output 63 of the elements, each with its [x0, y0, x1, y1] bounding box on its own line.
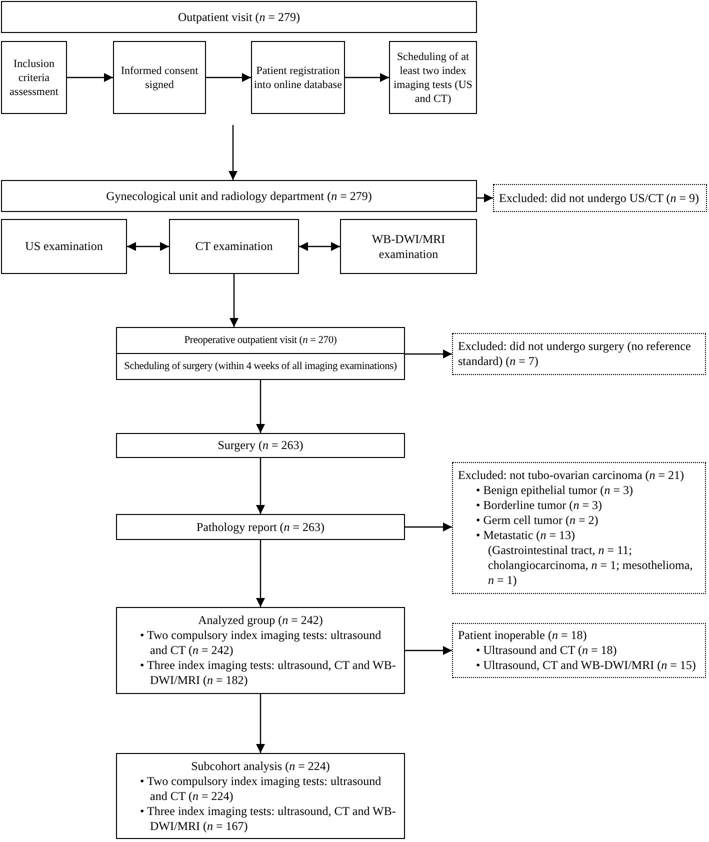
- box-text: WB-DWI/MRI examination: [370, 232, 446, 262]
- box-heading: Analyzed group (n = 242): [197, 613, 324, 628]
- box-text: Scheduling of surgery (within 4 weeks of all imaging examinations): [124, 360, 397, 374]
- process-box: [1, 219, 127, 274]
- box-text: Preoperative outpatient visit (n = 270): [184, 334, 337, 348]
- process-box: [116, 514, 405, 540]
- bullet-item: • Germ cell tumor (n = 2): [476, 513, 600, 528]
- arrow: [477, 194, 493, 202]
- arrow: [206, 73, 251, 82]
- process-box: [389, 41, 477, 114]
- exclusion-box: [452, 623, 706, 678]
- process-box: [116, 327, 405, 380]
- bullet-item: • Ultrasound, CT and WB-DWI/MRI (n = 15): [476, 658, 697, 673]
- box-heading: Excluded: did not undergo US/CT (n = 9): [499, 190, 700, 206]
- arrow: [256, 380, 265, 433]
- arrow: [228, 125, 238, 180]
- exclusion-box: [452, 333, 706, 375]
- arrow: [256, 694, 265, 753]
- process-box: [340, 219, 477, 274]
- box-heading: Excluded: not tubo-ovarian carcinoma (n = 21): [458, 468, 686, 483]
- arrow: [299, 242, 340, 251]
- process-box: [251, 41, 345, 114]
- bullet-item: • Metastatic (n = 13): [476, 528, 576, 543]
- process-box: [116, 433, 405, 458]
- box-text: CT examination: [195, 239, 273, 254]
- arrow: [230, 274, 238, 327]
- box-text: Informed consent signed: [120, 64, 200, 92]
- process-box: [113, 41, 206, 114]
- bullet-item: • Three index imaging tests: ultrasound, CT and WB-DWI/MRI (n = 182): [140, 658, 397, 688]
- exclusion-box: [493, 184, 707, 212]
- bullet-item: • Two compulsory index imaging tests: ultrasound and CT (n = 224): [140, 774, 382, 804]
- arrow: [256, 540, 265, 607]
- process-box: [1, 1, 477, 33]
- process-box: [169, 219, 299, 274]
- arrow: [67, 73, 113, 82]
- box-text: Patient registration into online database: [254, 64, 342, 92]
- process-box: [1, 180, 477, 212]
- box-text: US examination: [25, 239, 103, 254]
- box-text: Scheduling of at least two index imaging tests (US and CT): [392, 50, 474, 106]
- exclusion-box: [452, 462, 706, 594]
- box-heading: Subcohort analysis (n = 224): [190, 758, 331, 774]
- box-text: Surgery (n = 263): [218, 438, 304, 453]
- bullet-item: • Ultrasound and CT (n = 18): [476, 643, 618, 658]
- arrow: [405, 646, 452, 655]
- arrow: [127, 242, 169, 251]
- bullet-item: • Borderline tumor (n = 3): [476, 498, 603, 513]
- box-heading: Excluded: did not undergo surgery (no reference standard) (n = 7): [458, 339, 692, 369]
- arrow: [345, 73, 389, 82]
- arrow: [256, 458, 265, 514]
- box-text: Gynecological unit and radiology department (n = 279): [106, 188, 372, 204]
- bullet-item: • Benign epithelial tumor (n = 3): [476, 483, 634, 498]
- process-box: [1, 41, 67, 114]
- process-box: [116, 753, 405, 839]
- process-box: [116, 607, 405, 694]
- bullet-item: • Three index imaging tests: ultrasound, CT and WB-DWI/MRI (n = 167): [140, 804, 397, 834]
- arrow: [405, 350, 452, 358]
- box-text: Outpatient visit (n = 279): [178, 10, 300, 24]
- arrow: [405, 522, 452, 532]
- box-text: Inclusion criteria assessment: [8, 56, 60, 98]
- box-note: (Gastrointestinal tract, n = 11; cholangiocarcinoma, n = 1; mesothelioma, n = 1): [487, 543, 694, 588]
- box-heading: Patient inoperable (n = 18): [458, 628, 588, 643]
- box-text: Pathology report (n = 263): [196, 520, 325, 534]
- bullet-item: • Two compulsory index imaging tests: ultrasound and CT (n = 242): [140, 628, 382, 658]
